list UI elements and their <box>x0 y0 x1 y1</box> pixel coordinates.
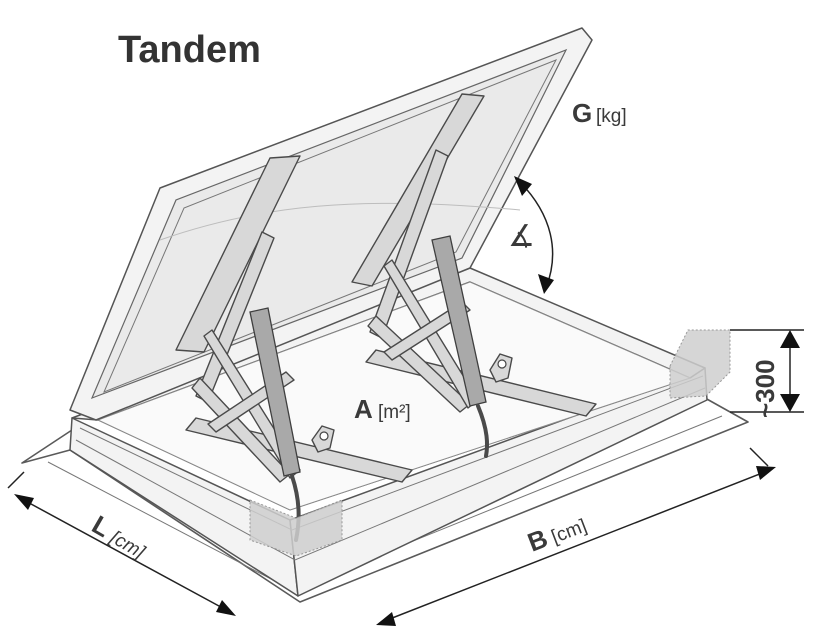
angle-arc <box>514 176 554 294</box>
label-length-unit: [cm] <box>106 527 149 564</box>
dimension-b <box>376 447 776 626</box>
left-lift-mechanism <box>175 155 413 542</box>
label-weight: G [kg] <box>572 98 627 128</box>
right-lift-mechanism <box>351 93 597 458</box>
label-weight-symbol: G <box>572 98 592 128</box>
label-area-symbol: A <box>354 394 373 424</box>
label-weight-unit: [kg] <box>596 106 627 127</box>
dimension-height <box>730 329 804 413</box>
label-width: B [cm] <box>523 516 589 558</box>
label-width-symbol: B <box>523 523 551 558</box>
corner-markers <box>249 329 731 557</box>
label-angle-symbol: ∡ <box>508 220 535 253</box>
curb-frame <box>69 267 708 597</box>
dimension-l <box>7 471 236 616</box>
label-area-unit: [m²] <box>378 402 411 423</box>
label-area: A [m²] <box>354 394 411 424</box>
label-height: ~300 <box>750 359 780 418</box>
label-length: L [cm] <box>87 509 149 564</box>
label-height-text: ~300 <box>750 359 780 418</box>
diagram-title: Tandem <box>118 29 261 71</box>
